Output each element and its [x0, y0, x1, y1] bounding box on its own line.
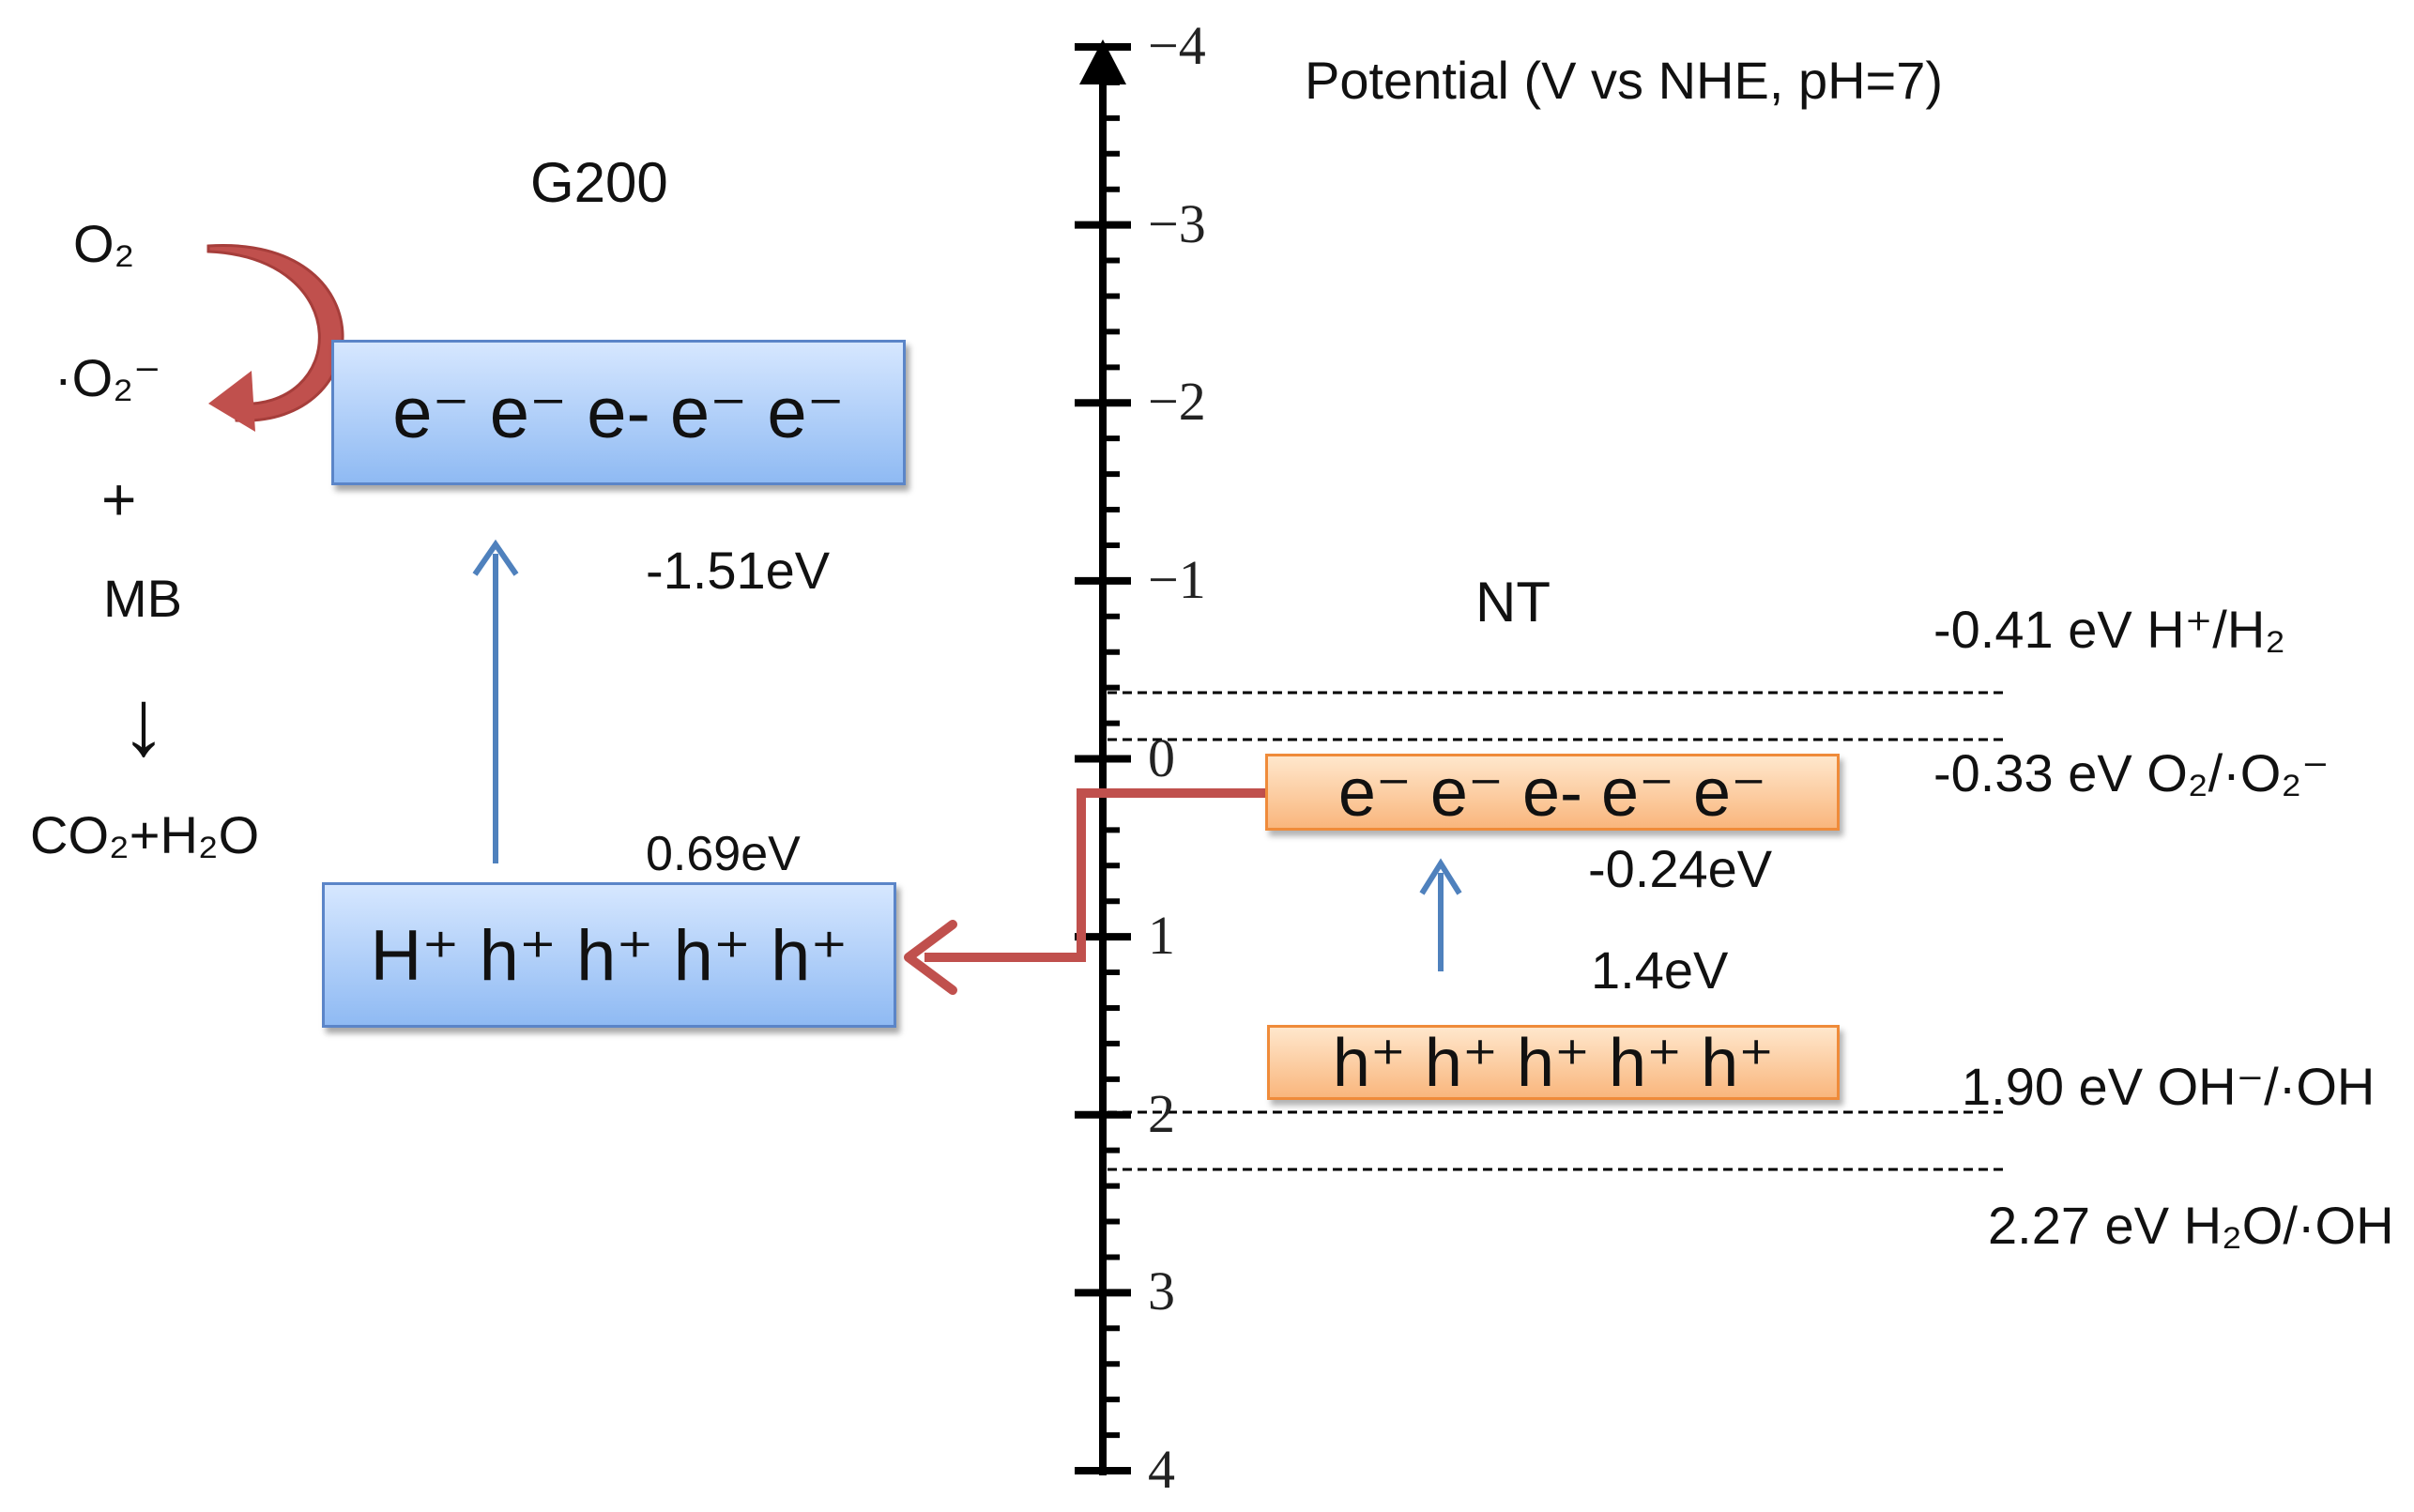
redox-value-h2o: 2.27 eV: [1988, 1196, 2170, 1255]
axis-tick-label: 3: [1148, 1260, 1175, 1322]
reaction-down-arrow: ↓: [120, 670, 167, 775]
charge-transfer-arrowhead: [904, 920, 957, 995]
g200-valence-band-holes: H⁺ h⁺ h⁺ h⁺ h⁺: [370, 916, 848, 996]
redox-couple-oh: OH⁻/·OH: [2157, 1057, 2376, 1116]
axis-tick-label: −3: [1148, 192, 1206, 254]
g200-cb-potential-label: -1.51eV: [646, 541, 831, 600]
o2-reduction-arrowhead: [208, 371, 255, 432]
g200-conduction-band: e⁻ e⁻ e- e⁻ e⁻: [331, 340, 906, 485]
reaction-o2: O₂: [73, 214, 135, 273]
axis-tick-label: 1: [1148, 905, 1175, 967]
axis-minor-ticks: [1103, 79, 1120, 1439]
nt-title: NT: [1475, 571, 1551, 634]
nt-conduction-band-electrons: e⁻ e⁻ e- e⁻ e⁻: [1337, 756, 1767, 831]
redox-label-h2o: 2.27 eV H₂O/·OH: [1988, 1199, 2394, 1252]
redox-value-o2: -0.33 eV: [1933, 743, 2132, 802]
nt-excitation-arrowhead: [1419, 858, 1462, 895]
charge-transfer-arrow: [924, 788, 1265, 962]
nt-conduction-band: e⁻ e⁻ e- e⁻ e⁻: [1265, 754, 1840, 831]
axis-title: Potential (V vs NHE, pH=7): [1305, 51, 1944, 110]
reaction-products: CO₂+H₂O: [30, 805, 260, 864]
nt-cb-potential-label: -0.24eV: [1588, 839, 1773, 898]
redox-couple-h2o: H₂O/·OH: [2183, 1196, 2394, 1255]
axis-tick-label: −1: [1148, 548, 1206, 610]
axis-tick-label: −4: [1148, 15, 1206, 76]
redox-couple-h2: H⁺/H₂: [2147, 600, 2286, 659]
redox-value-oh: 1.90 eV: [1962, 1057, 2144, 1116]
redox-couple-o2: O₂/·O₂⁻: [2147, 743, 2330, 802]
axis-tick-label: 0: [1148, 726, 1175, 788]
redox-label-o2: -0.33 eV O₂/·O₂⁻: [1933, 747, 2330, 800]
g200-vb-potential-label: 0.69eV: [646, 827, 801, 881]
g200-title: G200: [530, 151, 668, 214]
redox-label-oh: 1.90 eV OH⁻/·OH: [1962, 1061, 2375, 1113]
redox-label-h2: -0.41 eV H⁺/H₂: [1933, 603, 2285, 656]
axis-tick-label: 2: [1148, 1082, 1175, 1144]
g200-valence-band: H⁺ h⁺ h⁺ h⁺ h⁺: [322, 882, 896, 1028]
g200-excitation-arrowhead: [472, 539, 519, 576]
nt-band-gap-label: 1.4eV: [1591, 940, 1729, 1000]
reaction-mb: MB: [103, 569, 182, 628]
g200-conduction-band-electrons: e⁻ e⁻ e- e⁻ e⁻: [392, 374, 845, 453]
nt-valence-band: h⁺ h⁺ h⁺ h⁺ h⁺: [1267, 1025, 1840, 1101]
axis-tick-label: 4: [1148, 1439, 1175, 1500]
axis-major-ticks: [1075, 43, 1131, 1474]
axis-tick-label: −2: [1148, 371, 1206, 433]
reaction-plus: +: [101, 466, 137, 533]
nt-valence-band-holes: h⁺ h⁺ h⁺ h⁺ h⁺: [1332, 1026, 1775, 1101]
reaction-superoxide: ·O₂⁻: [54, 348, 161, 407]
redox-value-h2: -0.41 eV: [1933, 600, 2132, 659]
potential-axis-arrowhead: [1079, 39, 1126, 84]
